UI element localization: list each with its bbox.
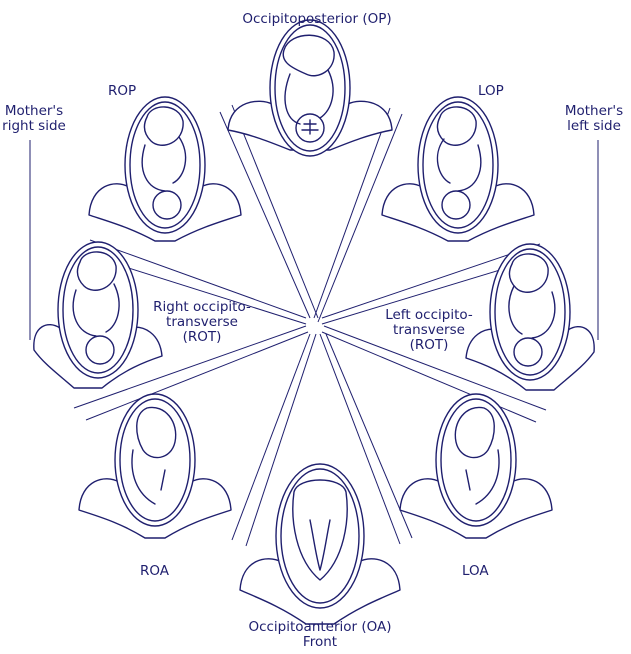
label-mother-left-line1: Mother's: [558, 104, 630, 119]
uterus-figure-loa: [400, 394, 552, 538]
label-rop: ROP: [108, 84, 136, 99]
label-oa-line1: Occipitoanterior (OA): [220, 620, 420, 635]
label-rot-line2: transverse: [140, 315, 264, 330]
label-lot: Left occipito- transverse (ROT): [372, 308, 486, 353]
label-rot-line1: Right occipito-: [140, 300, 264, 315]
label-mother-right-line1: Mother's: [0, 104, 68, 119]
label-rot-line3: (ROT): [140, 330, 264, 345]
uterus-figure-oa: [240, 464, 400, 624]
label-oa: Occipitoanterior (OA) Front: [220, 620, 420, 650]
uterus-figure-rop: [89, 97, 241, 241]
label-lot-line1: Left occipito-: [372, 308, 486, 323]
uterus-figure-lop: [382, 97, 534, 241]
label-lot-line3: (ROT): [372, 338, 486, 353]
label-rot: Right occipito- transverse (ROT): [140, 300, 264, 345]
label-loa: LOA: [462, 564, 489, 579]
uterus-figure-op: [228, 20, 392, 156]
label-roa: ROA: [140, 564, 169, 579]
label-lot-line2: transverse: [372, 323, 486, 338]
label-op: Occipitoposterior (OP): [222, 12, 412, 27]
label-mother-right: Mother's right side: [0, 104, 68, 134]
label-mother-left-line2: left side: [558, 119, 630, 134]
label-mother-right-line2: right side: [0, 119, 68, 134]
label-oa-line2: Front: [220, 635, 420, 650]
label-lop: LOP: [478, 84, 504, 99]
label-mother-left: Mother's left side: [558, 104, 630, 134]
uterus-figure-roa: [79, 394, 231, 538]
